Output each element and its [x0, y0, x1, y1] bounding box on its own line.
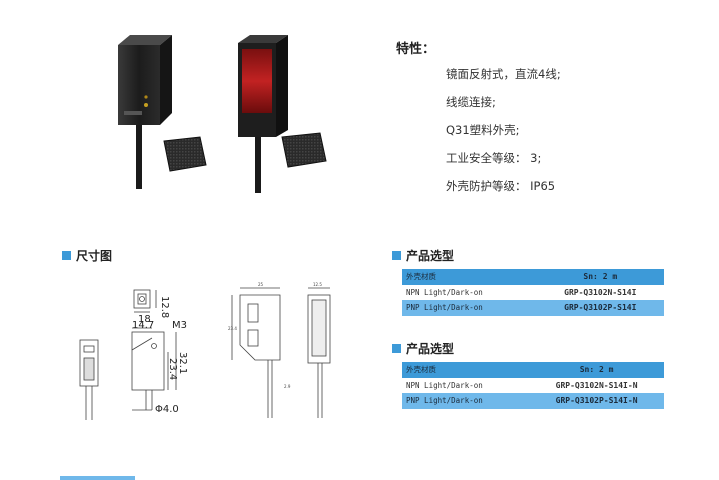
front-view [79, 339, 99, 420]
table-header-row: 外壳材质 Sn: 2 m [402, 269, 664, 285]
row-model: GRP-Q3102P-S14I [536, 300, 664, 316]
row-label: PNP Light/Dark-on [402, 393, 530, 409]
reflector-right-image [281, 132, 327, 168]
row-model: GRP-Q3102N-S14I-N [529, 377, 664, 393]
section-marker-icon [392, 344, 401, 353]
header-label: 外壳材质 [402, 269, 537, 285]
dim-label: Φ4.0 [155, 404, 179, 415]
dimension-title: 尺寸图 [76, 249, 113, 263]
side-view [231, 287, 281, 418]
selection-heading-1: 产品选型 [392, 247, 454, 264]
features-title: 特性： [396, 42, 436, 57]
row-label: NPN Light/Dark-on [402, 377, 530, 393]
table-row: PNP Light/Dark-on GRP-Q3102P-S14I-N [402, 393, 664, 409]
dim-label: 23.4 [167, 358, 178, 380]
dim-label: 14.7 [132, 320, 154, 331]
feature-item: 镜面反射式，直流4线; [446, 67, 561, 81]
header-value: Sn: 2 m [529, 362, 664, 378]
section-divider [60, 476, 135, 480]
table-header-row: 外壳材质 Sn: 2 m [402, 362, 664, 378]
dim-label: 23.4 [228, 326, 237, 331]
reflector-left-image [163, 136, 207, 172]
dim-label: M3 [172, 320, 187, 331]
row-model: GRP-Q3102P-S14I-N [529, 393, 664, 409]
dimension-heading: 尺寸图 [62, 247, 112, 264]
header-value: Sn: 2 m [536, 269, 664, 285]
section-marker-icon [62, 251, 71, 260]
table-row: NPN Light/Dark-on GRP-Q3102N-S14I-N [402, 377, 664, 393]
dim-label: 12.8 [159, 296, 170, 318]
row-label: PNP Light/Dark-on [402, 300, 537, 316]
dim-label: 2.9 [284, 384, 291, 389]
feature-item: 外壳防护等级： IP65 [446, 179, 556, 193]
back-view [307, 287, 331, 418]
selection-table-1: 外壳材质 Sn: 2 m NPN Light/Dark-on GRP-Q3102… [402, 269, 664, 316]
feature-item: 线缆连接; [446, 95, 496, 109]
selection-table-2: 外壳材质 Sn: 2 m NPN Light/Dark-on GRP-Q3102… [402, 362, 664, 409]
sensor-right-image [238, 35, 288, 193]
feature-item: 工业安全等级： 3; [446, 151, 542, 165]
selection-heading-2: 产品选型 [392, 340, 454, 357]
dim-label: 12.5 [313, 282, 322, 287]
table-row: PNP Light/Dark-on GRP-Q3102P-S14I [402, 300, 664, 316]
table-row: NPN Light/Dark-on GRP-Q3102N-S14I [402, 284, 664, 300]
selection-title: 产品选型 [406, 342, 455, 356]
dim-label: 25 [258, 282, 264, 287]
main-view [131, 289, 177, 411]
product-photo [118, 35, 327, 193]
dim-label: 18 [138, 314, 151, 325]
row-label: NPN Light/Dark-on [402, 284, 537, 300]
sensor-left-image [118, 35, 172, 189]
header-label: 外壳材质 [402, 362, 530, 378]
dim-label: 32.1 [177, 352, 188, 374]
section-marker-icon [392, 251, 401, 260]
feature-item: Q31塑料外壳; [446, 123, 520, 137]
dimension-drawing: 18 12.8 14.7 M3 23.4 32.1 Φ4.0 25 23.4 2… [79, 282, 331, 420]
row-model: GRP-Q3102N-S14I [536, 284, 664, 300]
selection-title: 产品选型 [406, 249, 455, 263]
